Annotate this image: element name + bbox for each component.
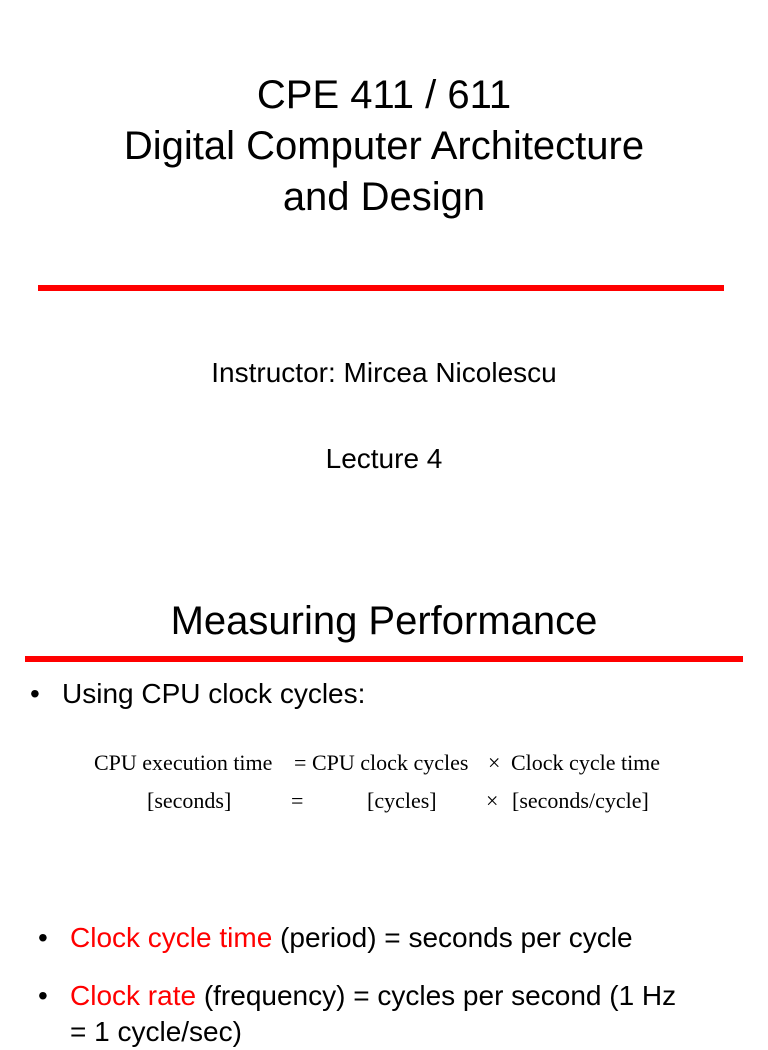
bullet-dot: • <box>30 678 40 709</box>
term-highlight: Clock cycle time <box>70 922 273 953</box>
term-definition: (period) = seconds per cycle <box>272 922 633 953</box>
formula-times: × <box>488 750 501 775</box>
formula-term2: Clock cycle time <box>511 750 661 775</box>
bullet-text: Using CPU clock cycles: <box>62 678 366 709</box>
bullet-text: Clock cycle time (period) = seconds per … <box>70 920 633 956</box>
formula-equals: = <box>294 750 307 775</box>
formula-term1: CPU clock cycles <box>312 750 469 775</box>
formula-unit-term2: [seconds/cycle] <box>512 788 649 813</box>
formula-unit-equals: = <box>291 788 304 813</box>
instructor-line: Instructor: Mircea Nicolescu <box>211 357 557 388</box>
title-divider <box>38 285 724 291</box>
course-title-line-3: and Design <box>282 175 486 219</box>
formula-unit-term1: [cycles] <box>367 788 437 813</box>
term-definition: (frequency) = cycles per second (1 Hz <box>196 980 677 1011</box>
bullet-text: Clock rate (frequency) = cycles per seco… <box>70 978 676 1014</box>
slide-title: Measuring Performance <box>170 599 598 643</box>
slide-title-divider <box>25 656 743 662</box>
formula-unit-times: × <box>486 788 499 813</box>
bullet-continuation-text: = 1 cycle/sec) <box>70 1016 242 1047</box>
bullet-dot: • <box>38 922 48 953</box>
course-title-line-2: Digital Computer Architecture <box>123 124 645 168</box>
bullet-dot: • <box>38 980 48 1011</box>
formula-lhs: CPU execution time <box>94 750 273 775</box>
course-title-line-1: CPE 411 / 611 <box>256 73 512 117</box>
course-title: CPE 411 / 611 Digital Computer Architect… <box>0 70 768 223</box>
term-highlight: Clock rate <box>70 980 197 1011</box>
formula-unit-lhs: [seconds] <box>147 788 232 813</box>
lecture-number: Lecture 4 <box>325 443 443 474</box>
